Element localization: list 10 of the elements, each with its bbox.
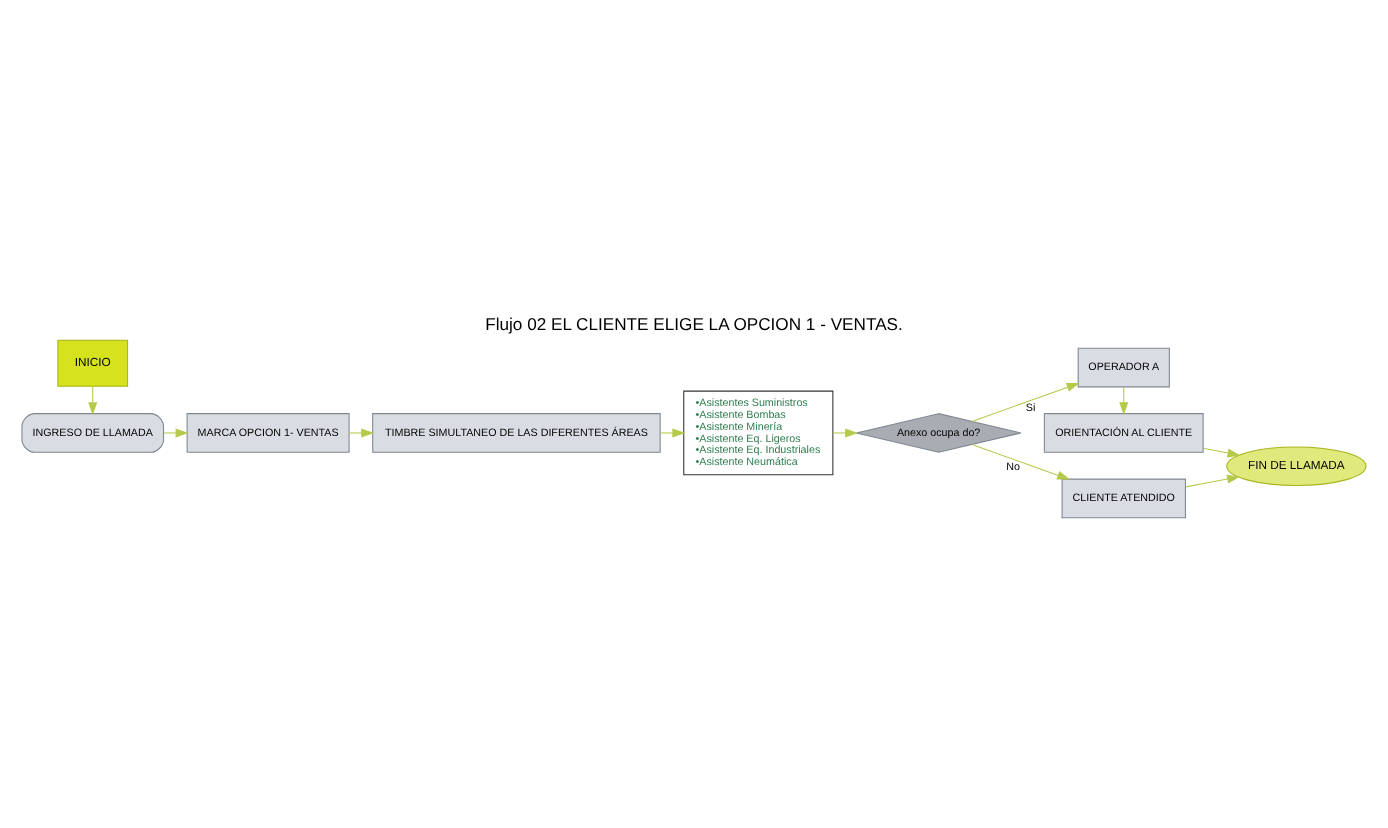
arrow — [659, 427, 686, 437]
arrow — [971, 443, 1071, 479]
arrow — [832, 427, 859, 437]
diagram-title: Flujo 02 EL CLIENTE ELIGE LA OPCION 1 - VENTAS. — [485, 313, 903, 334]
arrow — [971, 381, 1080, 421]
arrow — [1203, 446, 1241, 457]
arrow — [88, 384, 98, 415]
arrow — [163, 427, 189, 437]
arrow — [348, 427, 375, 437]
arrow — [1185, 473, 1240, 487]
